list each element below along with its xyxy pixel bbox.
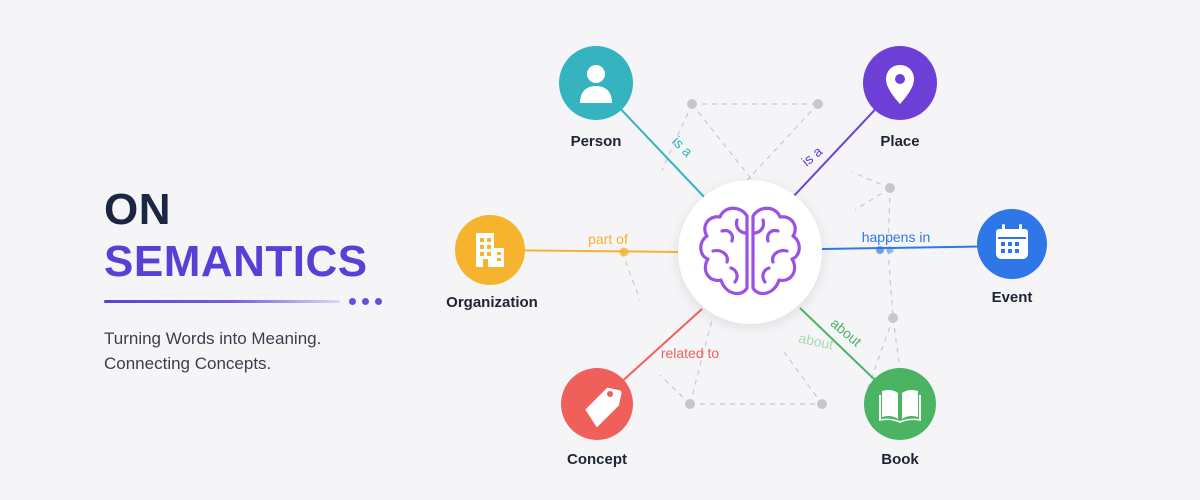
title-line-2: SEMANTICS (104, 237, 368, 286)
subtitle-line-1: Turning Words into Meaning. (104, 329, 322, 348)
edge-dot-event-1 (876, 246, 884, 254)
node-label-person: Person (571, 133, 622, 150)
edge-label-person: is a (669, 133, 696, 160)
open-book-icon (879, 389, 921, 423)
node-label-event: Event (992, 289, 1033, 306)
node-place[interactable]: Place (863, 46, 937, 150)
node-organization[interactable]: Organization (446, 215, 538, 311)
background-dots (685, 99, 898, 409)
edge-label-event: happens in (862, 229, 931, 245)
tag-icon (585, 387, 622, 428)
calendar-icon (996, 224, 1028, 259)
node-label-concept: Concept (567, 451, 627, 468)
edge-label-book-faded: about (797, 330, 835, 353)
node-book[interactable]: Book (864, 368, 936, 468)
title-divider (104, 300, 340, 303)
building-icon (476, 233, 504, 267)
node-label-book: Book (881, 451, 919, 468)
edge-label-concept: related to (661, 345, 720, 361)
edge-label-organization: part of (588, 231, 628, 247)
brain-icon (699, 206, 801, 296)
person-icon (580, 65, 612, 103)
subtitle-line-2: Connecting Concepts. (104, 354, 272, 373)
location-pin-icon (886, 65, 914, 104)
node-label-organization: Organization (446, 294, 538, 311)
node-concept[interactable]: Concept (561, 368, 633, 468)
edge-dot-organization (619, 247, 629, 257)
node-person[interactable]: Person (559, 46, 633, 150)
divider-dots (349, 298, 382, 305)
subtitle: Turning Words into Meaning. Connecting C… (104, 326, 321, 376)
center-brain-node (678, 180, 822, 324)
node-label-place: Place (880, 133, 919, 150)
edge-dot-event-2 (886, 246, 894, 254)
node-event[interactable]: Event (977, 209, 1047, 306)
title-line-1: ON (104, 185, 171, 234)
